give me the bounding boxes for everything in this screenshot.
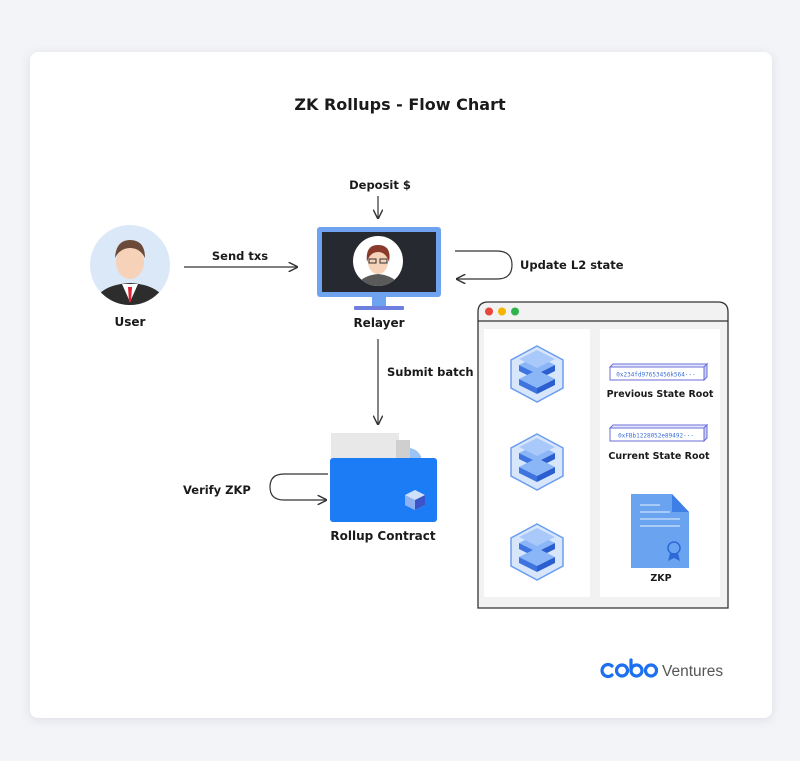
verify-zkp-label: Verify ZKP	[183, 483, 251, 497]
brand-name: Ventures	[662, 663, 723, 680]
rollup-contract-label: Rollup Contract	[330, 529, 435, 543]
previous-state-root-label: Previous State Root	[607, 389, 714, 400]
user-label: User	[115, 315, 146, 329]
update-l2-loop-arrow	[455, 250, 513, 279]
current-state-root-value: 0xFBb1228052e89492···	[618, 433, 694, 440]
zkp-label: ZKP	[650, 573, 671, 584]
window-minimize-dot	[498, 307, 506, 316]
user-avatar	[90, 225, 170, 305]
update-l2-label: Update L2 state	[520, 258, 624, 272]
previous-state-root-value: 0x234fd97653456k564···	[616, 372, 695, 379]
relayer-monitor	[317, 227, 441, 310]
current-state-root-label: Current State Root	[608, 451, 710, 462]
relayer-label: Relayer	[353, 316, 404, 330]
previous-state-root-bar	[608, 362, 709, 382]
zkp-document-icon	[631, 494, 689, 568]
verify-zkp-loop-arrow	[269, 473, 328, 500]
rollup-contract-folder	[330, 433, 437, 522]
cobo-logo	[600, 658, 659, 679]
send-txs-label: Send txs	[212, 249, 268, 263]
current-state-root-bar	[608, 423, 709, 443]
deposit-label: Deposit $	[349, 178, 411, 192]
chart-title: ZK Rollups - Flow Chart	[294, 95, 506, 114]
window-close-dot	[485, 307, 493, 316]
window-maximize-dot	[511, 307, 519, 316]
submit-batch-label: Submit batch	[387, 365, 474, 379]
